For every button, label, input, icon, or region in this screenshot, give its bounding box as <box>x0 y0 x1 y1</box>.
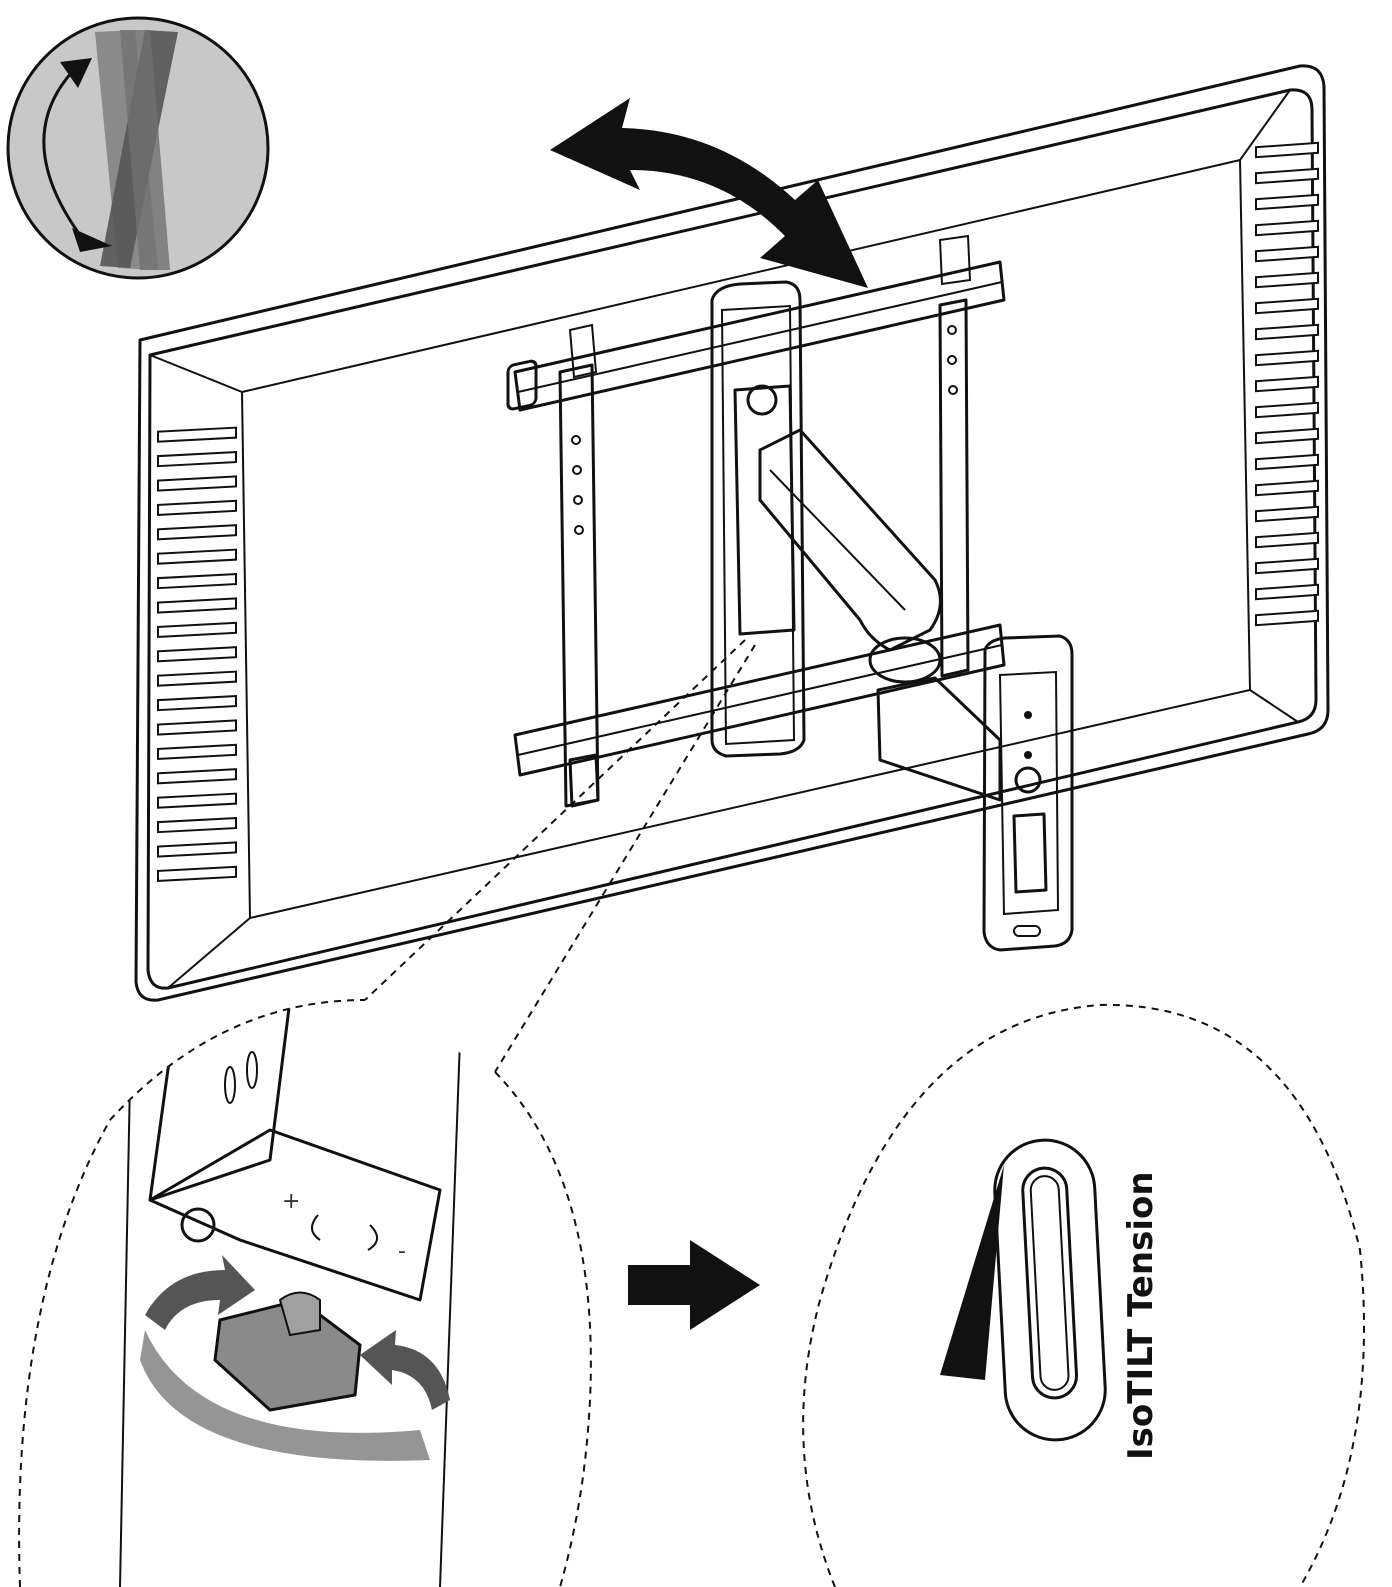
vent-slot <box>157 450 237 468</box>
vent-slot <box>157 694 237 712</box>
vent-slot <box>157 865 237 882</box>
twist-swivel-icon <box>6 16 270 280</box>
vent-slot <box>157 426 237 443</box>
vent-slot <box>157 572 237 590</box>
isotilt-tension-detail: IsoTILT Tension <box>802 1003 1365 1587</box>
vent-slot <box>157 841 237 858</box>
vent-slot <box>1255 427 1319 445</box>
vent-slot <box>157 670 237 687</box>
vent-slot <box>157 719 237 736</box>
articulating-arm <box>710 280 1074 952</box>
vent-slot <box>1255 219 1319 237</box>
vent-slot <box>157 646 237 663</box>
vent-slot <box>157 816 237 834</box>
mounting-bracket <box>506 234 1006 808</box>
vent-slot <box>1255 375 1319 393</box>
vent-slot <box>1255 323 1319 341</box>
vent-slot <box>1255 167 1319 185</box>
vent-slot <box>1255 583 1319 601</box>
tv-vents-left <box>157 426 237 882</box>
adjustment-knob-detail: + - <box>18 999 592 1587</box>
vent-slot <box>1255 557 1319 575</box>
tension-slot-icon <box>993 1138 1107 1442</box>
vent-slot <box>157 499 237 516</box>
tension-minus-sign: - <box>398 1239 406 1264</box>
vent-slot <box>157 621 237 638</box>
direction-arrow-icon <box>628 1240 760 1330</box>
vent-slot <box>1255 609 1319 627</box>
tension-plus-sign: + <box>282 1189 300 1214</box>
vent-slot <box>1255 297 1319 315</box>
vent-slot <box>157 597 237 614</box>
isotilt-tension-label: IsoTILT Tension <box>1121 1171 1161 1460</box>
vent-slot <box>1255 245 1319 263</box>
vent-slot <box>157 475 237 492</box>
swivel-double-arrow-icon <box>550 98 868 288</box>
tv-rear-panel <box>134 64 1330 1002</box>
vent-slot <box>157 743 237 760</box>
vent-slot <box>1255 349 1319 367</box>
vent-slot <box>1255 531 1319 549</box>
vent-slot <box>1255 141 1319 159</box>
vent-slot <box>157 768 237 785</box>
vent-slot <box>157 548 237 565</box>
vent-slot <box>1255 479 1319 497</box>
vent-slot <box>157 524 237 541</box>
vent-slot <box>1255 453 1319 471</box>
tv-vents-right <box>1255 141 1319 627</box>
vent-slot <box>1255 193 1319 211</box>
vent-slot <box>1255 505 1319 523</box>
vent-slot <box>1255 271 1319 289</box>
vent-slot <box>1255 401 1319 419</box>
vent-slot <box>157 792 237 809</box>
tension-wedge-icon <box>940 1165 1004 1380</box>
